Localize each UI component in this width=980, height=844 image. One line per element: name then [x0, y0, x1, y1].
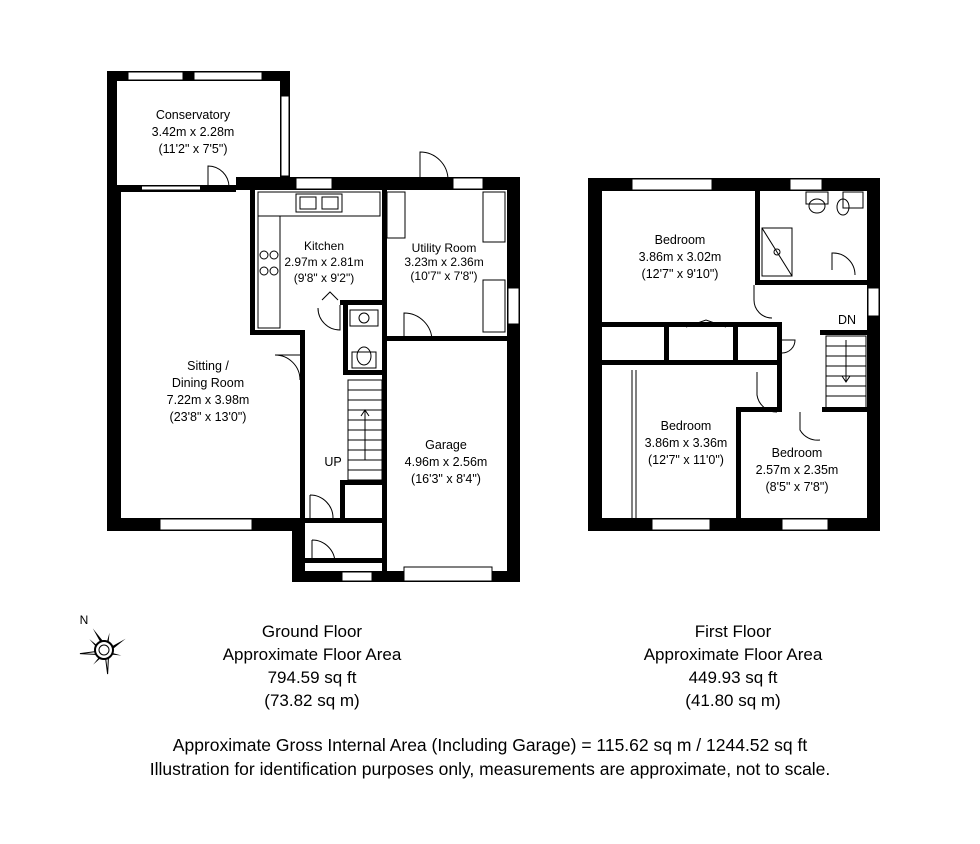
stairs-up-label: UP: [324, 455, 341, 469]
bedroom2-metric: 3.86m x 3.36m: [645, 436, 728, 450]
kitchen-fittings: [257, 191, 506, 481]
ground-floor-room-labels: Conservatory 3.42m x 2.28m (11'2" x 7'5"…: [152, 108, 488, 486]
first-floor-windows: [631, 178, 880, 531]
utility-imperial: (10'7" x 7'8"): [410, 269, 477, 283]
conservatory-name: Conservatory: [156, 108, 231, 122]
ground-floor-sqft: 794.59 sq ft: [267, 668, 357, 687]
bedroom1-metric: 3.86m x 3.02m: [639, 250, 722, 264]
bedroom3-metric: 2.57m x 2.35m: [756, 463, 839, 477]
bedroom3-imperial: (8'5" x 7'8"): [766, 480, 829, 494]
footer-notes: Approximate Gross Internal Area (Includi…: [0, 733, 980, 781]
ground-floor-subtitle: Approximate Floor Area: [222, 645, 402, 664]
first-floor-sqft: 449.93 sq ft: [688, 668, 778, 687]
first-floor-summary: First Floor Approximate Floor Area 449.9…: [613, 620, 853, 712]
sitting-metric: 7.22m x 3.98m: [167, 393, 250, 407]
garage-name: Garage: [425, 438, 467, 452]
utility-name: Utility Room: [412, 241, 477, 255]
garage-metric: 4.96m x 2.56m: [405, 455, 488, 469]
bedroom1-imperial: (12'7" x 9'10"): [642, 267, 719, 281]
first-floor-sqm: (41.80 sq m): [685, 691, 781, 710]
ground-floor-title: Ground Floor: [261, 622, 363, 641]
first-floor-room-labels: Bedroom 3.86m x 3.02m (12'7" x 9'10") Be…: [639, 233, 856, 494]
ground-floor-summary: Ground Floor Approximate Floor Area 794.…: [192, 620, 432, 712]
sitting-name-line1: Sitting /: [187, 359, 229, 373]
bedroom2-imperial: (12'7" x 11'0"): [648, 453, 724, 467]
kitchen-name: Kitchen: [304, 239, 344, 253]
conservatory-metric: 3.42m x 2.28m: [152, 125, 235, 139]
hob-icon: [259, 250, 269, 260]
disclaimer-note: Illustration for identification purposes…: [149, 759, 831, 779]
stairs-down-label: DN: [838, 313, 856, 327]
compass-rose-icon: N: [80, 613, 126, 675]
bedroom3-name: Bedroom: [772, 446, 823, 460]
ground-floor-plan: Conservatory 3.42m x 2.28m (11'2" x 7'5"…: [107, 71, 520, 582]
compass-north-label: N: [80, 613, 89, 627]
first-floor-subtitle: Approximate Floor Area: [643, 645, 823, 664]
conservatory-imperial: (11'2" x 7'5"): [158, 142, 227, 156]
first-floor-plan: Bedroom 3.86m x 3.02m (12'7" x 9'10") Be…: [588, 178, 880, 531]
ground-floor-sqm: (73.82 sq m): [264, 691, 360, 710]
kitchen-metric: 2.97m x 2.81m: [284, 255, 363, 269]
kitchen-imperial: (9'8" x 9'2"): [294, 271, 354, 285]
sitting-name-line2: Dining Room: [172, 376, 244, 390]
bedroom2-name: Bedroom: [661, 419, 712, 433]
gross-area-note: Approximate Gross Internal Area (Includi…: [172, 735, 808, 755]
first-floor-title: First Floor: [694, 622, 772, 641]
garage-imperial: (16'3" x 8'4"): [411, 472, 481, 486]
utility-metric: 3.23m x 2.36m: [404, 255, 483, 269]
first-floor-fixtures: [631, 191, 867, 518]
bedroom1-name: Bedroom: [655, 233, 706, 247]
ground-floor-windows: [127, 71, 520, 582]
sitting-imperial: (23'8" x 13'0"): [170, 410, 247, 424]
ground-floor-doors: [207, 151, 449, 564]
